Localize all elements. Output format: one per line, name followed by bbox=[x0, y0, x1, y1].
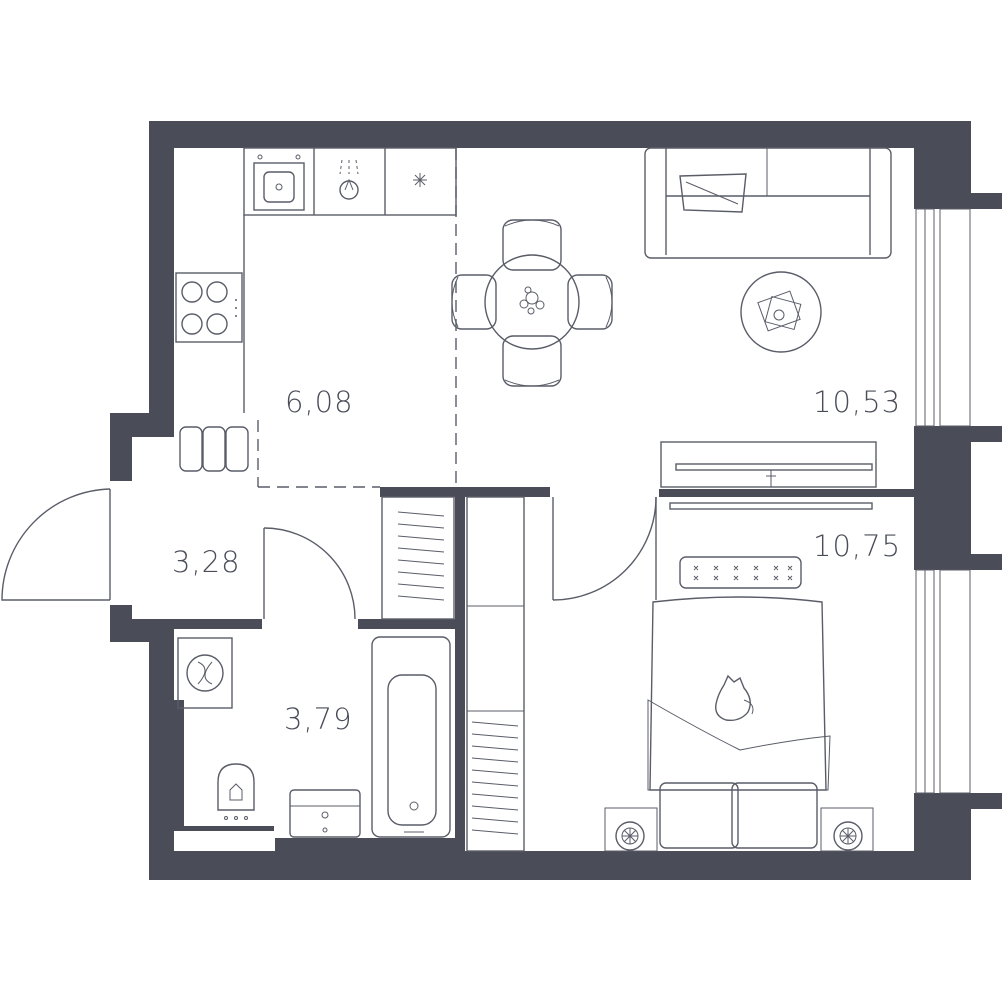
living-room: 10,53 bbox=[451, 147, 901, 488]
windows bbox=[915, 208, 971, 794]
walls bbox=[110, 121, 1002, 880]
hallway: 3,28 bbox=[172, 426, 455, 620]
sink-icon bbox=[253, 154, 305, 211]
toilet-icon bbox=[217, 763, 255, 820]
bathroom: 3,79 bbox=[177, 636, 451, 838]
bathtub-icon bbox=[371, 636, 451, 838]
cat-icon bbox=[715, 674, 754, 722]
coffee-table-icon bbox=[740, 271, 822, 353]
wardrobe-hangers bbox=[471, 721, 519, 835]
bedroom-area-label: 10,75 bbox=[813, 529, 901, 563]
bedroom: 10,75 bbox=[466, 496, 901, 852]
fridge-icon bbox=[413, 173, 427, 187]
dining-table-icon bbox=[451, 219, 613, 387]
fan-icon bbox=[615, 821, 645, 851]
kitchen: 6,08 bbox=[175, 147, 457, 488]
sofa-icon bbox=[644, 147, 892, 259]
bed-icon bbox=[604, 596, 874, 852]
living-room-area-label: 10,53 bbox=[813, 385, 901, 419]
tv-icon bbox=[660, 441, 877, 488]
doors bbox=[1, 488, 657, 620]
stove-icon bbox=[181, 281, 237, 335]
kitchen-area-label: 6,08 bbox=[285, 385, 354, 419]
washing-machine-icon bbox=[177, 637, 233, 709]
bathroom-area-label: 3,79 bbox=[284, 702, 353, 736]
faucet-icon bbox=[339, 159, 359, 200]
hallway-area-label: 3,28 bbox=[172, 545, 241, 579]
fan-icon bbox=[833, 821, 863, 851]
